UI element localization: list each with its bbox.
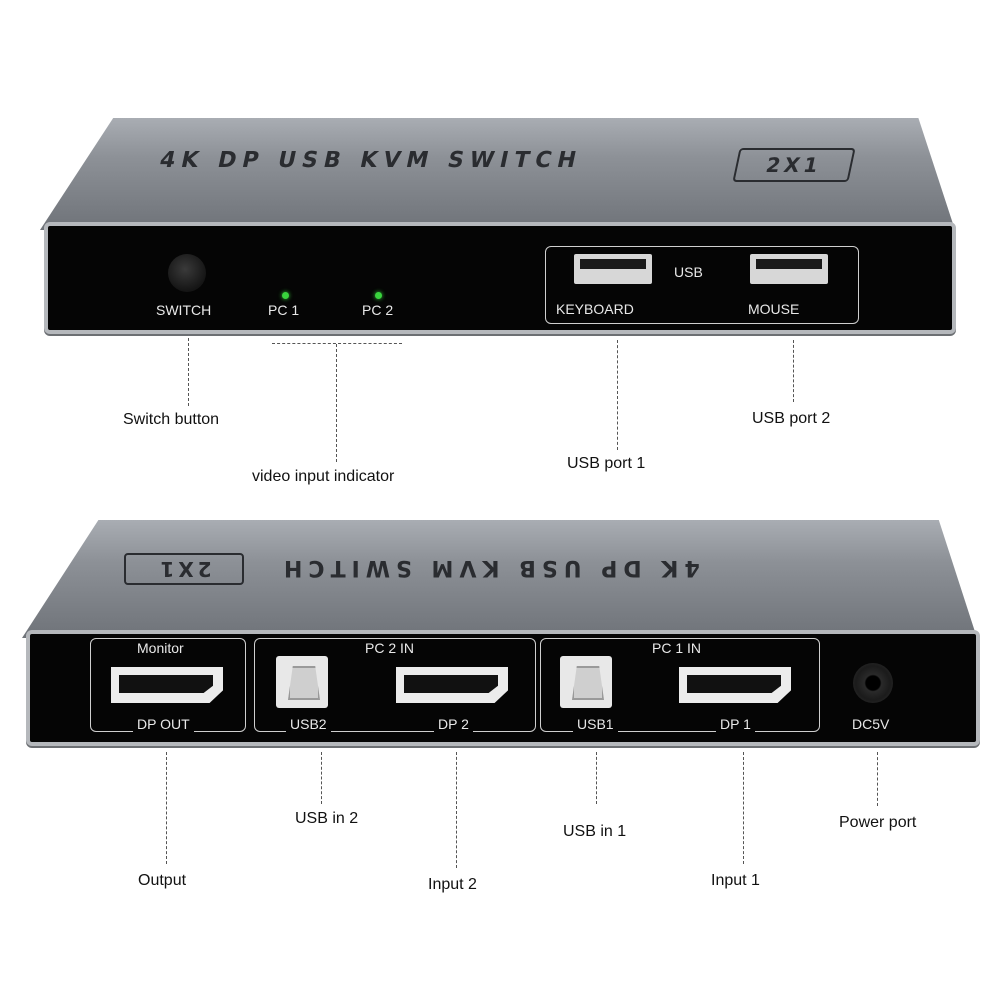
usb-port-group <box>545 246 859 324</box>
rear-device-badge: 2X1 <box>124 553 244 585</box>
usb-port1-callout-line <box>617 340 618 450</box>
input-1-callout: Input 1 <box>711 872 760 889</box>
pc2-in-group <box>254 638 536 732</box>
dc-power-jack[interactable] <box>853 663 893 703</box>
pc2-in-label: PC 2 IN <box>365 640 415 656</box>
usb2-label: USB2 <box>286 716 331 732</box>
output-callout-line <box>166 752 167 864</box>
dp1-label: DP 1 <box>716 716 755 732</box>
monitor-label: Monitor <box>137 640 184 656</box>
video-input-indicator-callout: video input indicator <box>252 468 395 485</box>
front-device-shell <box>40 118 955 230</box>
input1-callout-line <box>743 752 744 864</box>
pc2-led-indicator <box>375 292 382 299</box>
output-callout: Output <box>138 872 187 889</box>
pc1-in-group <box>540 638 820 732</box>
mouse-usb-port[interactable] <box>750 254 828 284</box>
pc1-label: PC 1 <box>268 302 300 318</box>
keyboard-usb-port[interactable] <box>574 254 652 284</box>
usb-in2-callout-line <box>321 752 322 804</box>
input2-callout-line <box>456 752 457 868</box>
usb2-b-port[interactable] <box>276 656 328 708</box>
pc1-led-indicator <box>282 292 289 299</box>
usb1-b-port[interactable] <box>560 656 612 708</box>
power-port-callout: Power port <box>839 814 917 831</box>
usb-port-1-callout: USB port 1 <box>567 455 646 472</box>
pc2-label: PC 2 <box>362 302 394 318</box>
usb-port-2-callout: USB port 2 <box>752 410 831 427</box>
usb-in1-callout-line <box>596 752 597 804</box>
dp2-label: DP 2 <box>434 716 473 732</box>
mouse-label: MOUSE <box>748 301 800 317</box>
switch-callout-line <box>188 338 189 406</box>
indicator-callout-line <box>336 344 337 462</box>
dp-out-label: DP OUT <box>133 716 194 732</box>
dc5v-label: DC5V <box>852 716 890 732</box>
usb-in-1-callout: USB in 1 <box>563 823 627 840</box>
switch-button[interactable] <box>168 254 206 292</box>
front-device-title: 4K DP USB KVM SWITCH <box>157 148 585 173</box>
rear-device-shell <box>22 520 977 638</box>
dp-out-port[interactable] <box>111 667 223 703</box>
usb1-label: USB1 <box>573 716 618 732</box>
indicator-bracket-line <box>272 343 402 344</box>
dp1-port[interactable] <box>679 667 791 703</box>
dp2-port[interactable] <box>396 667 508 703</box>
pc1-in-label: PC 1 IN <box>652 640 702 656</box>
front-device-badge: 2X1 <box>732 148 856 182</box>
usb-label: USB <box>674 264 703 280</box>
keyboard-label: KEYBOARD <box>556 301 634 317</box>
usb-in-2-callout: USB in 2 <box>295 810 359 827</box>
usb-port2-callout-line <box>793 340 794 402</box>
switch-button-callout: Switch button <box>123 411 220 428</box>
power-callout-line <box>877 752 878 806</box>
switch-label: SWITCH <box>156 302 212 318</box>
input-2-callout: Input 2 <box>428 876 477 893</box>
rear-device-title: 4K DP USB KVM SWITCH <box>278 555 700 580</box>
